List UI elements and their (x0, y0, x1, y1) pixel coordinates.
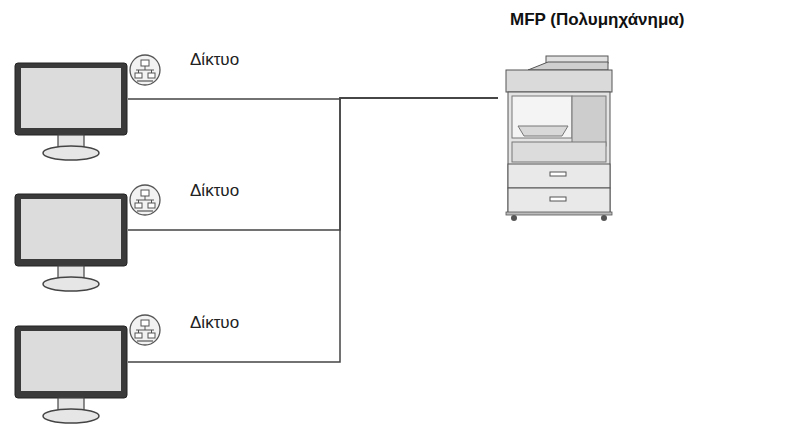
computer-monitor: Δίκτυο (14, 325, 128, 425)
network-label: Δίκτυο (190, 181, 239, 201)
printer-drawing (498, 52, 620, 222)
network-label: Δίκτυο (190, 313, 239, 333)
network-icon (130, 185, 160, 215)
mfp-printer: MFP (Πολυμηχάνημα) (498, 52, 620, 222)
network-icon (130, 55, 160, 85)
monitor-drawing (14, 193, 128, 293)
network-cable (128, 98, 498, 362)
network-label: Δίκτυο (190, 50, 239, 70)
monitor-drawing (14, 325, 128, 425)
network-cable (128, 98, 498, 230)
network-icon (130, 315, 160, 345)
computer-monitor: Δίκτυο (14, 193, 128, 293)
computer-monitor: Δίκτυο (14, 62, 128, 162)
monitor-drawing (14, 62, 128, 162)
device-title: MFP (Πολυμηχάνημα) (510, 10, 684, 30)
